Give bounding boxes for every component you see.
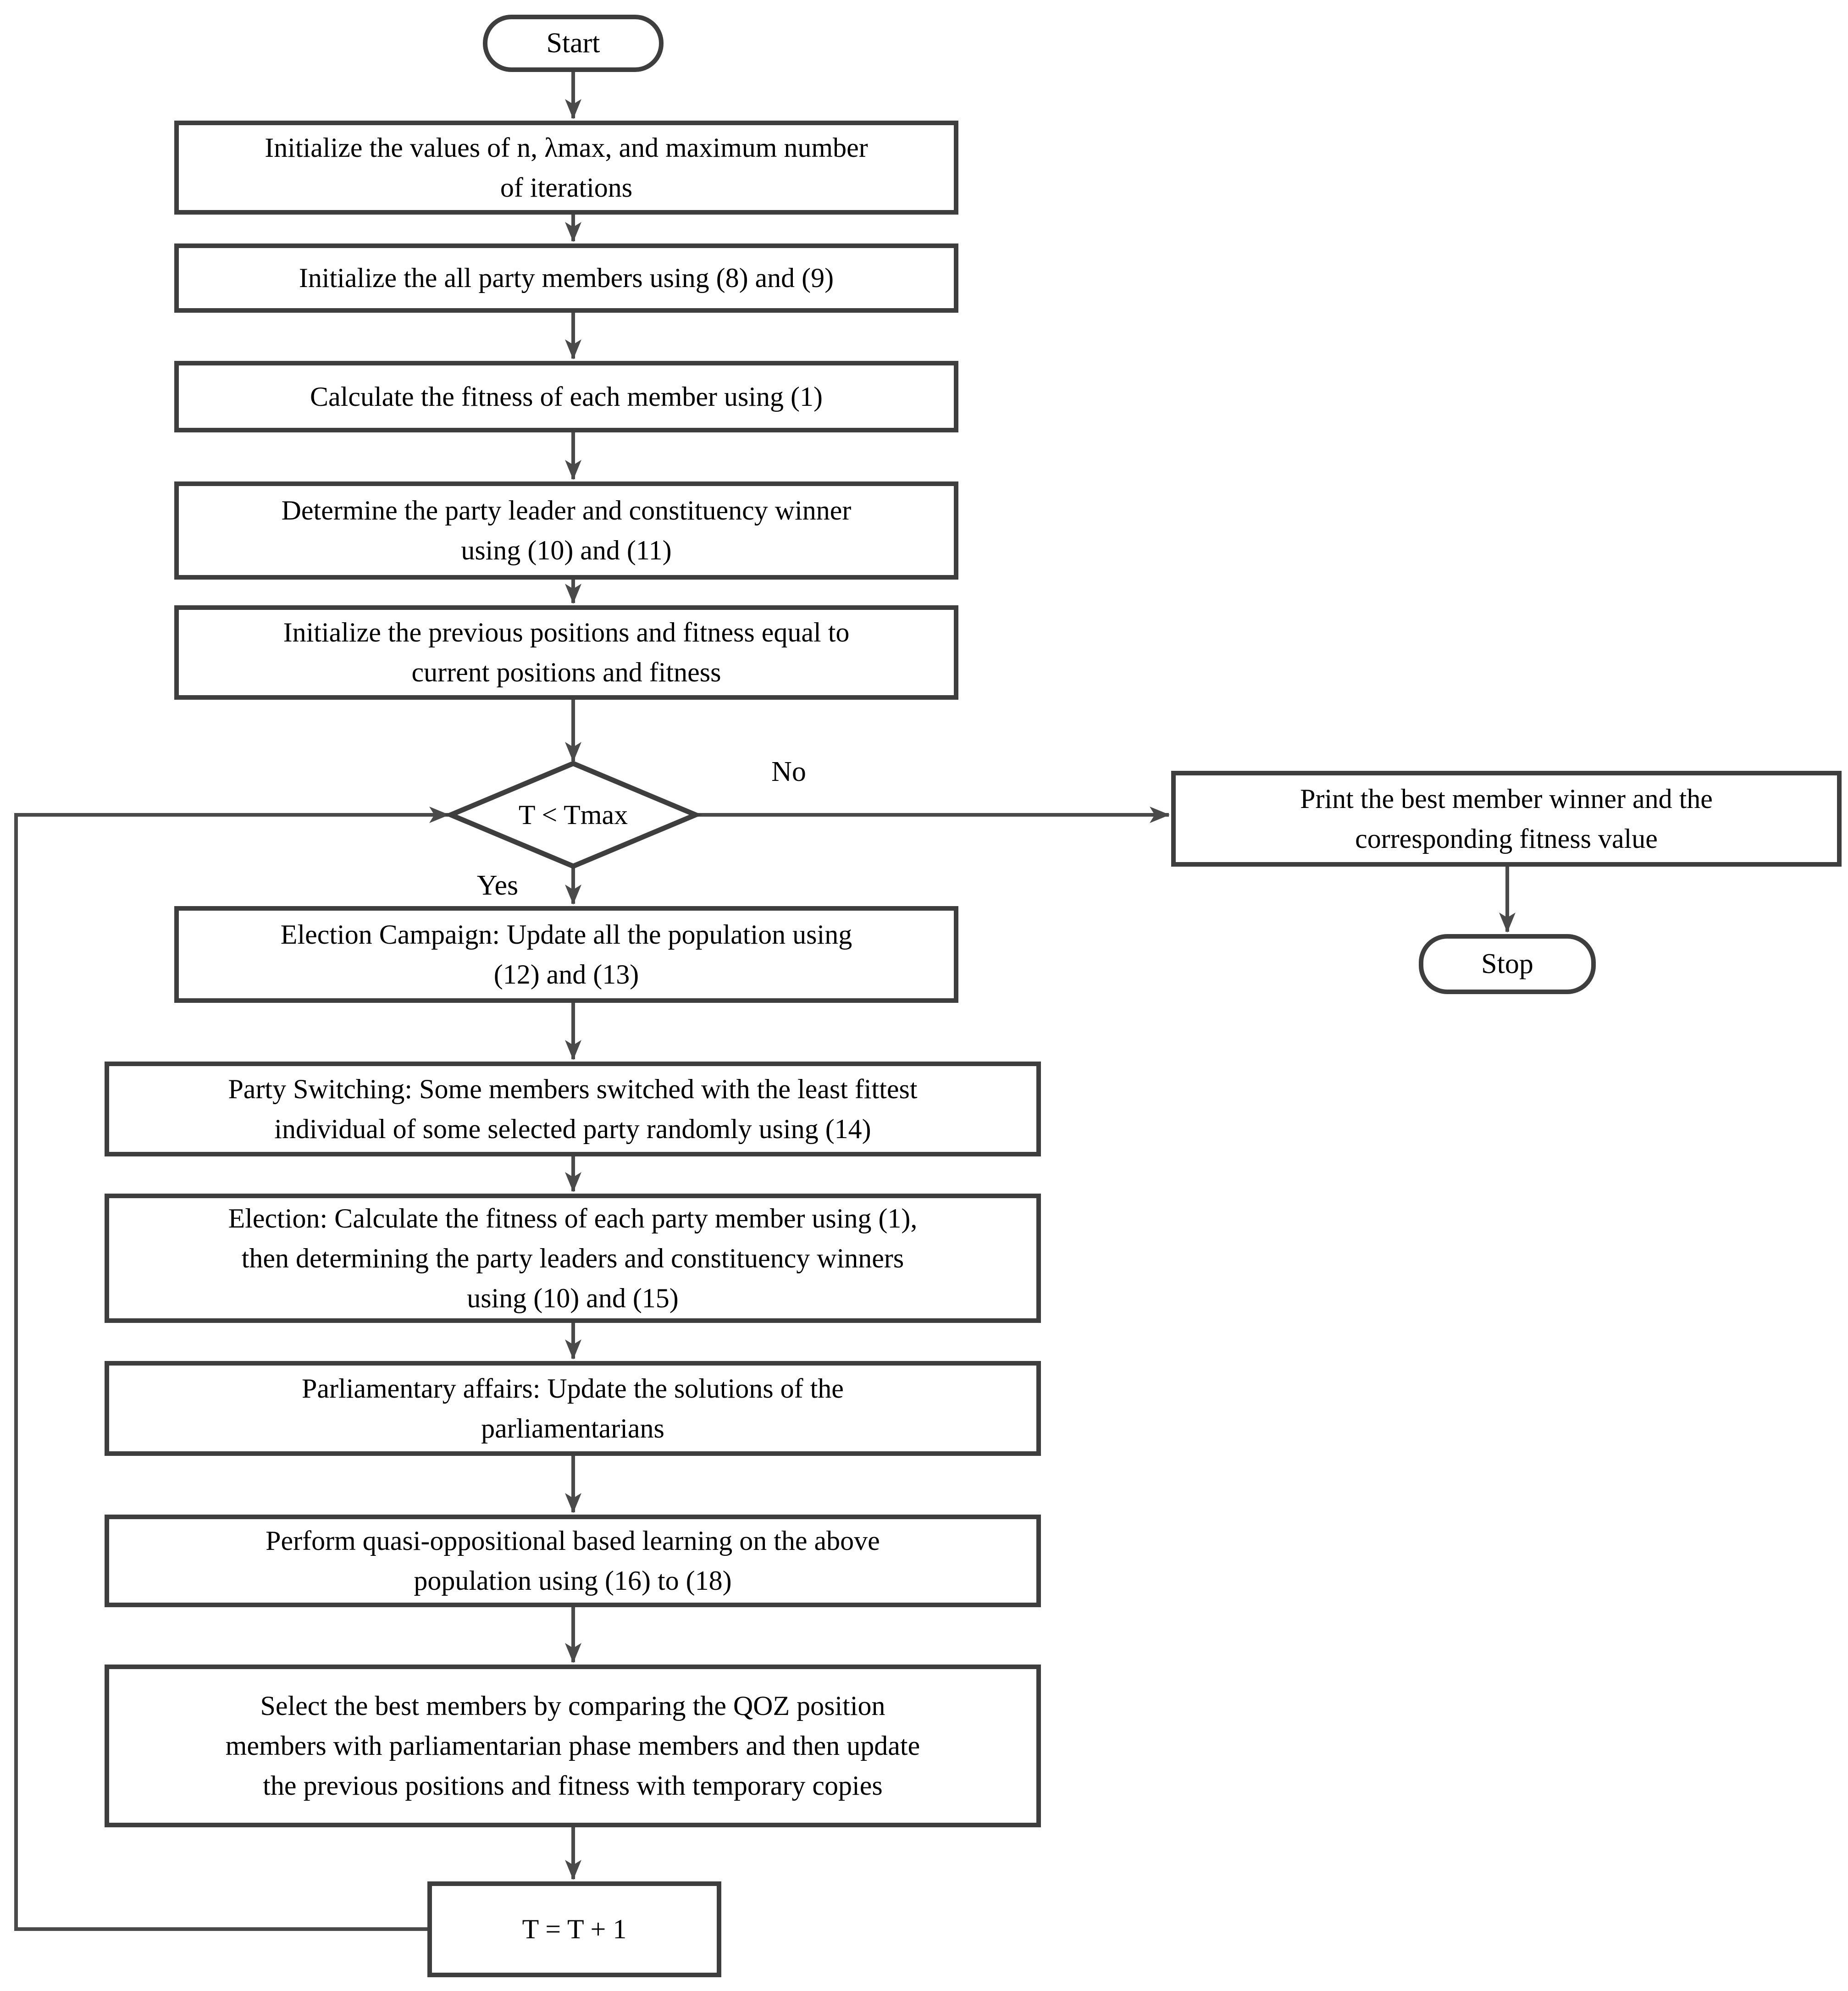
edge-label-yes: Yes bbox=[476, 870, 519, 901]
decision-diamond-shape bbox=[444, 761, 703, 869]
process-parliamentary-affairs: Parliamentary affairs: Update the soluti… bbox=[105, 1361, 1041, 1456]
process-increment-iteration: T = T + 1 bbox=[427, 1881, 721, 1977]
process-election: Election: Calculate the fitness of each … bbox=[105, 1194, 1041, 1323]
process-calculate-fitness: Calculate the fitness of each member usi… bbox=[174, 361, 958, 432]
process-initialize-party-members: Initialize the all party members using (… bbox=[174, 243, 958, 313]
decision-t-less-tmax-label: T < Tmax bbox=[518, 799, 628, 830]
start-terminator: Start bbox=[483, 15, 664, 72]
process-election-campaign: Election Campaign: Update all the popula… bbox=[174, 906, 958, 1003]
process-initialize-previous-positions: Initialize the previous positions and fi… bbox=[174, 605, 958, 700]
process-initialize-values: Initialize the values of n, λmax, and ma… bbox=[174, 121, 958, 215]
process-select-best-members: Select the best members by comparing the… bbox=[105, 1665, 1041, 1827]
process-quasi-oppositional-learning: Perform quasi-oppositional based learnin… bbox=[105, 1515, 1041, 1607]
process-party-switching: Party Switching: Some members switched w… bbox=[105, 1062, 1041, 1156]
loop-connector-increment-to-decision bbox=[14, 807, 449, 1931]
stop-terminator: Stop bbox=[1419, 934, 1596, 994]
edge-label-no: No bbox=[771, 756, 806, 787]
process-print-best-member: Print the best member winner and the cor… bbox=[1171, 771, 1842, 867]
process-determine-party-leader: Determine the party leader and constitue… bbox=[174, 481, 958, 580]
